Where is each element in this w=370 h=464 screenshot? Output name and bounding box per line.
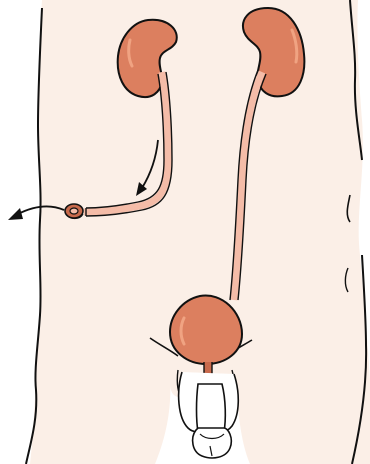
exit-arrow-head: [8, 208, 23, 220]
stoma: [65, 204, 83, 219]
penis-shaft: [197, 384, 226, 432]
stoma-opening: [70, 208, 78, 214]
bladder: [170, 295, 242, 364]
genitals: [179, 372, 239, 458]
